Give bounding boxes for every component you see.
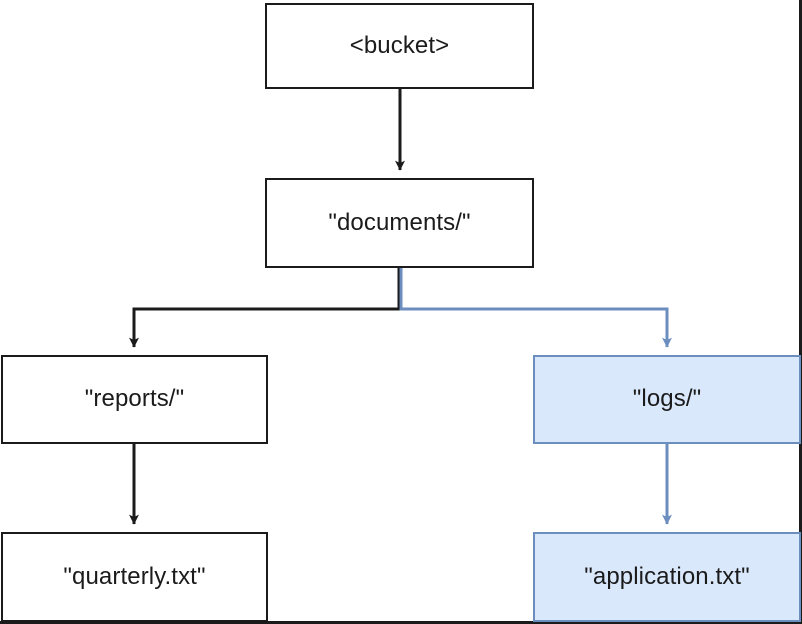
node-reports-label: "reports/" (84, 385, 185, 413)
edge-documents-to-reports (129, 268, 401, 348)
page-border-bottom (0, 621, 802, 624)
node-reports[interactable]: "reports/" (1, 355, 268, 444)
node-bucket[interactable]: <bucket> (265, 3, 534, 89)
node-quarterly-label: "quarterly.txt" (63, 562, 206, 590)
node-application[interactable]: "application.txt" (533, 532, 801, 622)
node-documents[interactable]: "documents/" (265, 178, 534, 268)
edge-documents-to-logs (399, 268, 672, 348)
node-quarterly[interactable]: "quarterly.txt" (1, 532, 268, 622)
node-bucket-label: <bucket> (349, 31, 450, 59)
node-application-label: "application.txt" (584, 562, 750, 590)
node-documents-label: "documents/" (328, 208, 471, 236)
node-logs[interactable]: "logs/" (533, 355, 801, 444)
node-logs-label: "logs/" (632, 385, 702, 413)
page-border-right (799, 0, 802, 624)
